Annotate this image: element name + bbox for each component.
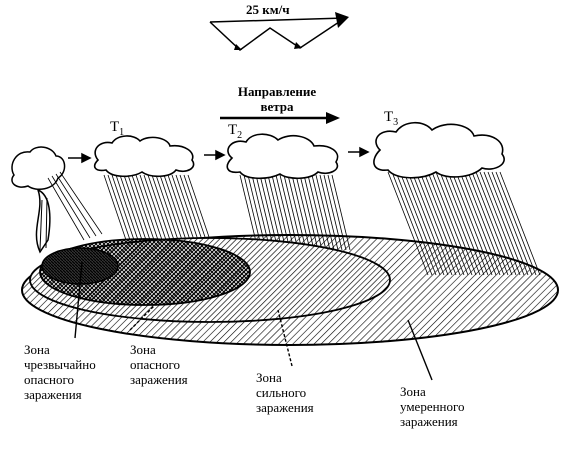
- source-plume: [11, 146, 103, 254]
- zone-label-strong: Зона сильного заражения: [256, 370, 314, 415]
- leader-lines: [74, 261, 433, 381]
- speed-zigzag-arrow: [209, 12, 349, 51]
- time-label-t2: T2: [228, 122, 243, 141]
- zone-label-extreme: Зона чрезвычайно опасного заражения: [24, 342, 96, 402]
- cloud-t2: [226, 133, 339, 180]
- wind-direction-label: Направление ветра: [237, 84, 317, 114]
- time-label-t1: T1: [110, 119, 125, 138]
- zone-label-dangerous: Зона опасного заражения: [130, 342, 188, 387]
- cloud-t1: [93, 135, 195, 178]
- progression-arrows: [68, 146, 370, 164]
- zone-label-moderate: Зона умеренного заражения: [400, 384, 465, 429]
- cloud-t3: [373, 121, 505, 179]
- speed-label: 25 км/ч: [246, 2, 290, 17]
- contamination-zones: [21, 234, 559, 346]
- time-label-t3: T3: [384, 109, 399, 128]
- wind-direction-arrow: [220, 112, 340, 124]
